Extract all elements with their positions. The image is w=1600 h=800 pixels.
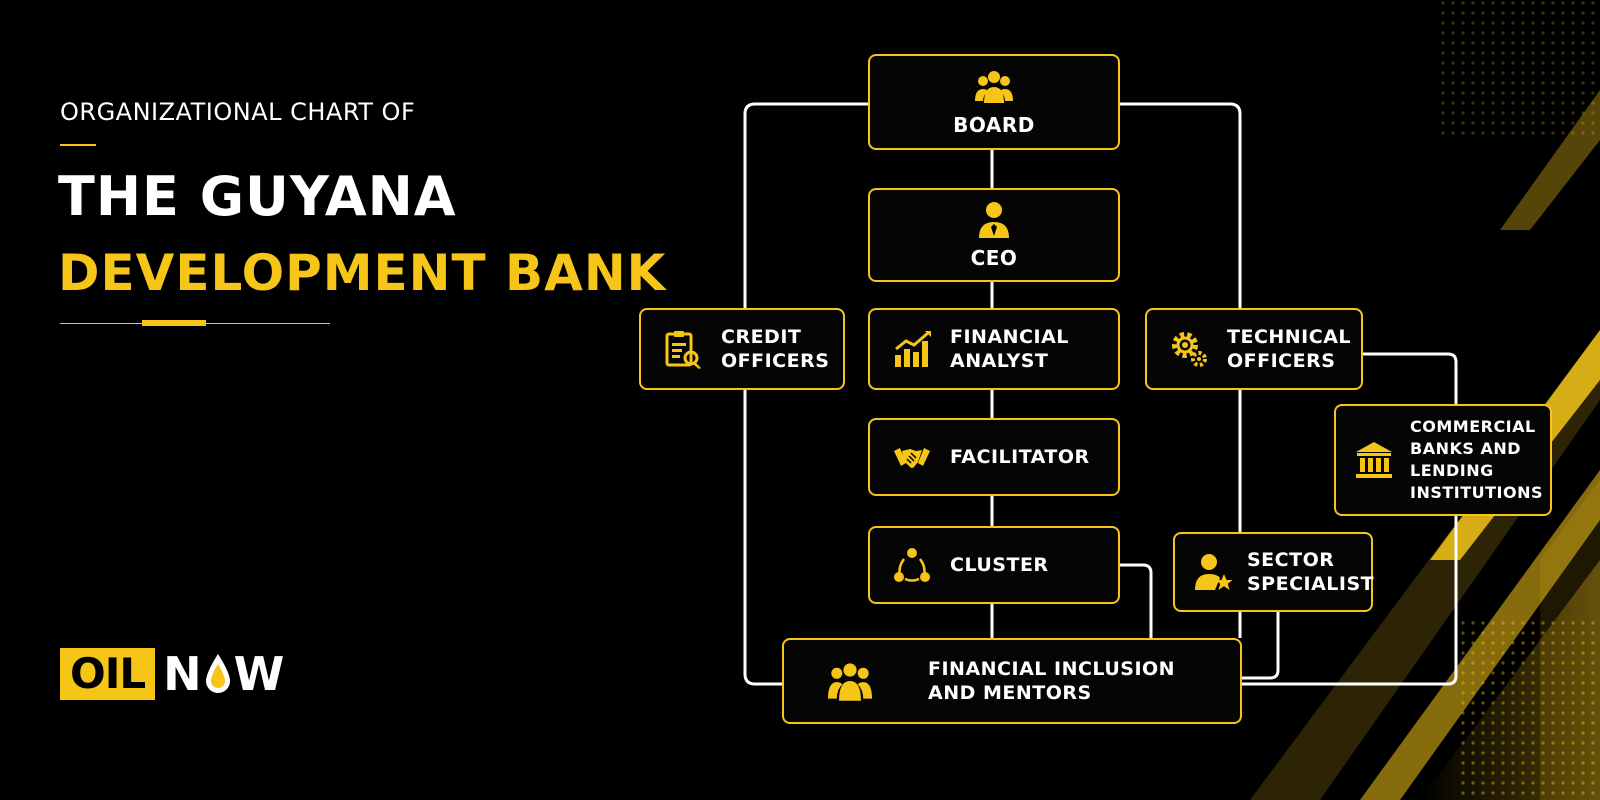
org-node-label: FACILITATOR (950, 446, 1090, 468)
org-node-label: COMMERCIAL BANKS AND LENDING INSTITUTION… (1410, 417, 1544, 502)
org-node-cluster: CLUSTER (868, 526, 1120, 604)
handshake-icon (894, 448, 930, 468)
org-node-label: SECTOR SPECIALIST (1247, 549, 1375, 595)
org-node-ceo: CEO (868, 188, 1120, 282)
page-title-line2: DEVELOPMENT BANK (58, 244, 667, 302)
oil-drop-icon (205, 654, 230, 693)
document-search-icon (665, 331, 701, 369)
header-accent-rule (60, 144, 96, 146)
org-node-commercial-banks: COMMERCIAL BANKS AND LENDING INSTITUTION… (1334, 404, 1552, 516)
logo-now-text: N W (163, 647, 284, 701)
people-group-icon (828, 663, 872, 701)
specialist-star-icon (1195, 554, 1233, 590)
gears-icon (1172, 332, 1207, 367)
page-kicker: ORGANIZATIONAL CHART OF (60, 98, 416, 126)
oilnow-logo: OIL N W (60, 647, 284, 701)
page-title-line1: THE GUYANA (58, 165, 457, 228)
org-node-label: FINANCIAL INCLUSION AND MENTORS (928, 658, 1176, 704)
org-node-financial-analyst: FINANCIAL ANALYST (868, 308, 1120, 390)
network-icon (894, 548, 930, 582)
org-node-credit-officers: CREDIT OFFICERS (639, 308, 845, 390)
org-node-technical-officers: TECHNICAL OFFICERS (1145, 308, 1363, 390)
org-node-board: BOARD (868, 54, 1120, 150)
org-node-financial-inclusion: FINANCIAL INCLUSION AND MENTORS (782, 638, 1242, 724)
org-node-label: CEO (970, 246, 1018, 270)
bar-chart-icon (895, 331, 931, 367)
org-node-label: CREDIT OFFICERS (721, 326, 830, 372)
bank-icon (1356, 442, 1392, 478)
logo-letter-w: W (233, 647, 285, 701)
title-underline-accent (142, 320, 206, 326)
executive-icon (979, 202, 1009, 238)
group-icon (975, 71, 1013, 103)
org-node-label: TECHNICAL OFFICERS (1227, 326, 1352, 372)
org-node-sector-specialist: SECTOR SPECIALIST (1173, 532, 1375, 612)
logo-oil-text: OIL (60, 648, 156, 700)
org-node-facilitator: FACILITATOR (868, 418, 1120, 496)
org-node-label: CLUSTER (950, 554, 1049, 576)
logo-letter-n: N (163, 647, 202, 701)
org-node-label: FINANCIAL ANALYST (950, 326, 1069, 372)
org-node-label: BOARD (953, 113, 1035, 137)
